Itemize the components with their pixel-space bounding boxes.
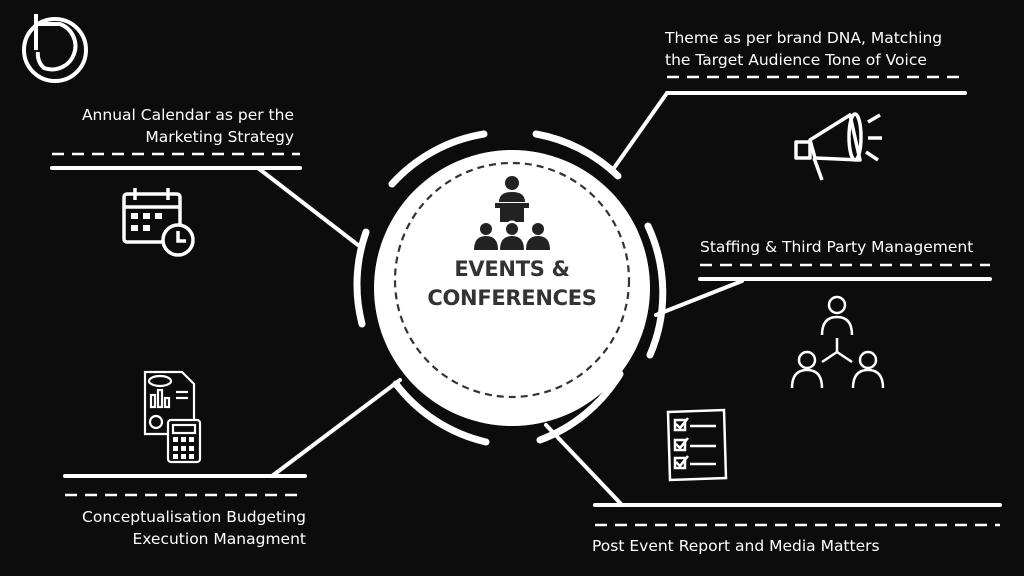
branch-label-line: the Target Audience Tone of Voice [665,51,927,69]
branch-post-event: Post Event Report and Media Matters [592,535,880,557]
center-title-line2: CONFERENCES [427,286,597,310]
branch-staffing: Staffing & Third Party Management [700,236,973,258]
branch-conceptualisation: Conceptualisation Budgeting Execution Ma… [82,506,306,550]
branch-theme: Theme as per brand DNA, Matching the Tar… [665,27,942,71]
checklist-icon [666,408,728,482]
outer-arcs [353,130,667,446]
dashed-dividers [52,75,1000,527]
branch-label-line: Marketing Strategy [145,128,294,146]
connector-top-left [50,166,360,247]
branch-label-line: Execution Managment [132,530,306,548]
branch-label-line: Annual Calendar as per the [81,106,294,124]
presenter-audience-icon [474,176,550,250]
branch-label-line: Post Event Report and Media Matters [592,537,880,555]
branch-label-line: Conceptualisation Budgeting [82,508,306,526]
connector-top-right [612,91,967,170]
megaphone-icon [794,112,882,181]
connector-right [654,277,992,317]
concept-calculator-icon [143,370,202,464]
center-badge [353,130,667,446]
org-hierarchy-icon [790,295,885,389]
center-title-line1: EVENTS & [454,257,570,281]
branch-label-line: Theme as per brand DNA, Matching [665,29,943,47]
connector-bottom-left [63,378,402,478]
center-title: EVENTS & CONFERENCES [400,255,624,313]
calendar-clock-icon [122,188,195,257]
brand-logo-icon [22,14,88,83]
branch-annual-calendar: Annual Calendar as per the Marketing Str… [82,104,294,148]
branch-label-line: Staffing & Third Party Management [700,238,974,256]
connector-bottom-right [544,423,1002,507]
